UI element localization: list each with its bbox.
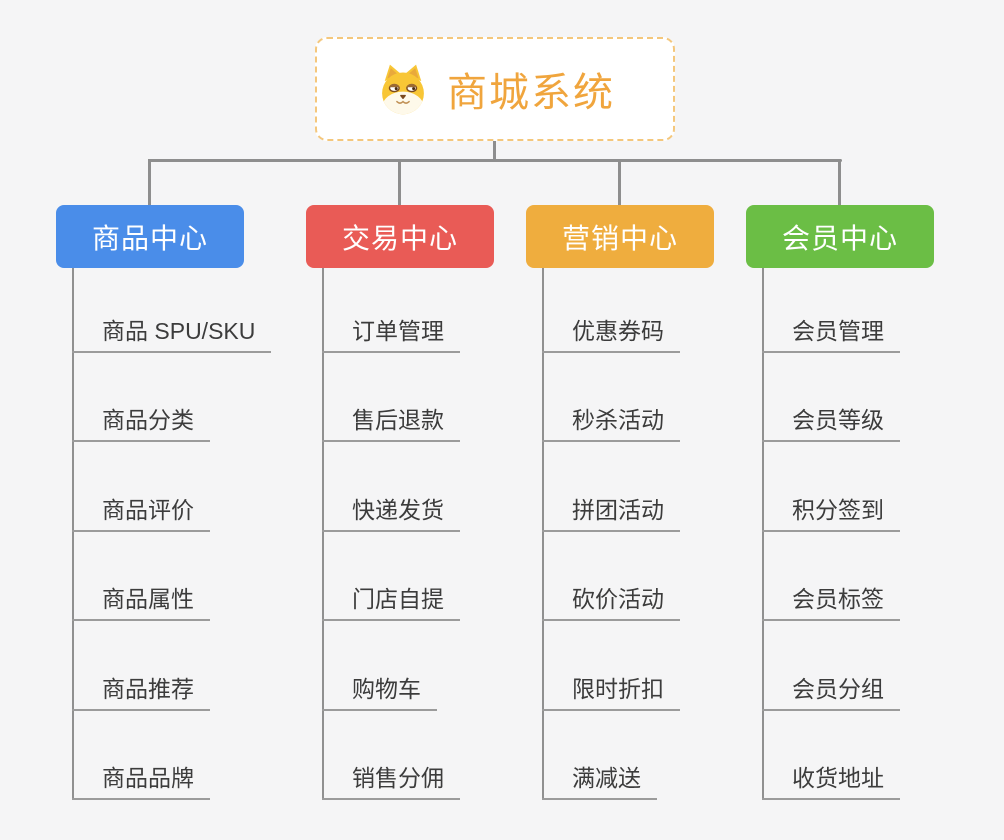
- leaf-node[interactable]: 会员分组: [762, 671, 900, 711]
- leaf-node[interactable]: 订单管理: [322, 313, 460, 353]
- leaf-node[interactable]: 优惠券码: [542, 313, 680, 353]
- leaf-node[interactable]: 限时折扣: [542, 671, 680, 711]
- branch-node-members[interactable]: 会员中心: [746, 205, 934, 268]
- leaf-node[interactable]: 会员等级: [762, 402, 900, 442]
- leaf-node[interactable]: 商品分类: [72, 402, 210, 442]
- branch-node-marketing[interactable]: 营销中心: [526, 205, 714, 268]
- leaf-node[interactable]: 商品评价: [72, 492, 210, 532]
- leaf-node[interactable]: 商品 SPU/SKU: [72, 313, 272, 353]
- connector-drop-products: [148, 159, 151, 206]
- connector-trunk-members: [762, 268, 764, 800]
- shiba-dog-icon: [382, 64, 424, 115]
- connector-trunk-trade: [322, 268, 324, 800]
- branch-column-marketing: 营销中心 优惠券码 秒杀活动 拼团活动 砍价活动 限时折扣 满减送: [526, 0, 802, 840]
- connector-drop-trade: [398, 159, 401, 206]
- leaf-node[interactable]: 门店自提: [322, 581, 460, 621]
- branch-column-products: 商品中心 商品 SPU/SKU 商品分类 商品评价 商品属性 商品推荐 商品品牌: [56, 0, 332, 840]
- leaf-node[interactable]: 销售分佣: [322, 760, 460, 800]
- connector-horizontal-bus: [149, 159, 842, 162]
- leaf-node[interactable]: 秒杀活动: [542, 402, 680, 442]
- connector-drop-members: [838, 159, 841, 206]
- branch-node-trade[interactable]: 交易中心: [306, 205, 494, 268]
- leaf-node[interactable]: 拼团活动: [542, 492, 680, 532]
- leaf-node[interactable]: 商品属性: [72, 581, 210, 621]
- connector-drop-marketing: [618, 159, 621, 206]
- root-title: 商城系统: [447, 71, 615, 115]
- leaf-node[interactable]: 商品推荐: [72, 671, 210, 711]
- branch-column-trade: 交易中心 订单管理 售后退款 快递发货 门店自提 购物车 销售分佣: [306, 0, 582, 840]
- branch-column-members: 会员中心 会员管理 会员等级 积分签到 会员标签 会员分组 收货地址: [746, 0, 1004, 840]
- branch-node-products[interactable]: 商品中心: [56, 205, 244, 268]
- leaf-node[interactable]: 售后退款: [322, 402, 460, 442]
- leaf-node[interactable]: 砍价活动: [542, 581, 680, 621]
- leaf-node[interactable]: 满减送: [542, 760, 657, 800]
- connector-trunk-products: [72, 268, 74, 800]
- leaf-node[interactable]: 积分签到: [762, 492, 900, 532]
- leaf-node[interactable]: 会员标签: [762, 581, 900, 621]
- leaf-node[interactable]: 商品品牌: [72, 760, 210, 800]
- connector-root-stub: [493, 141, 496, 161]
- leaf-node[interactable]: 会员管理: [762, 313, 900, 353]
- leaf-node[interactable]: 收货地址: [762, 760, 900, 800]
- leaf-node[interactable]: 购物车: [322, 671, 437, 711]
- leaf-node[interactable]: 快递发货: [322, 492, 460, 532]
- connector-trunk-marketing: [542, 268, 544, 800]
- root-node[interactable]: 商城系统: [315, 37, 675, 141]
